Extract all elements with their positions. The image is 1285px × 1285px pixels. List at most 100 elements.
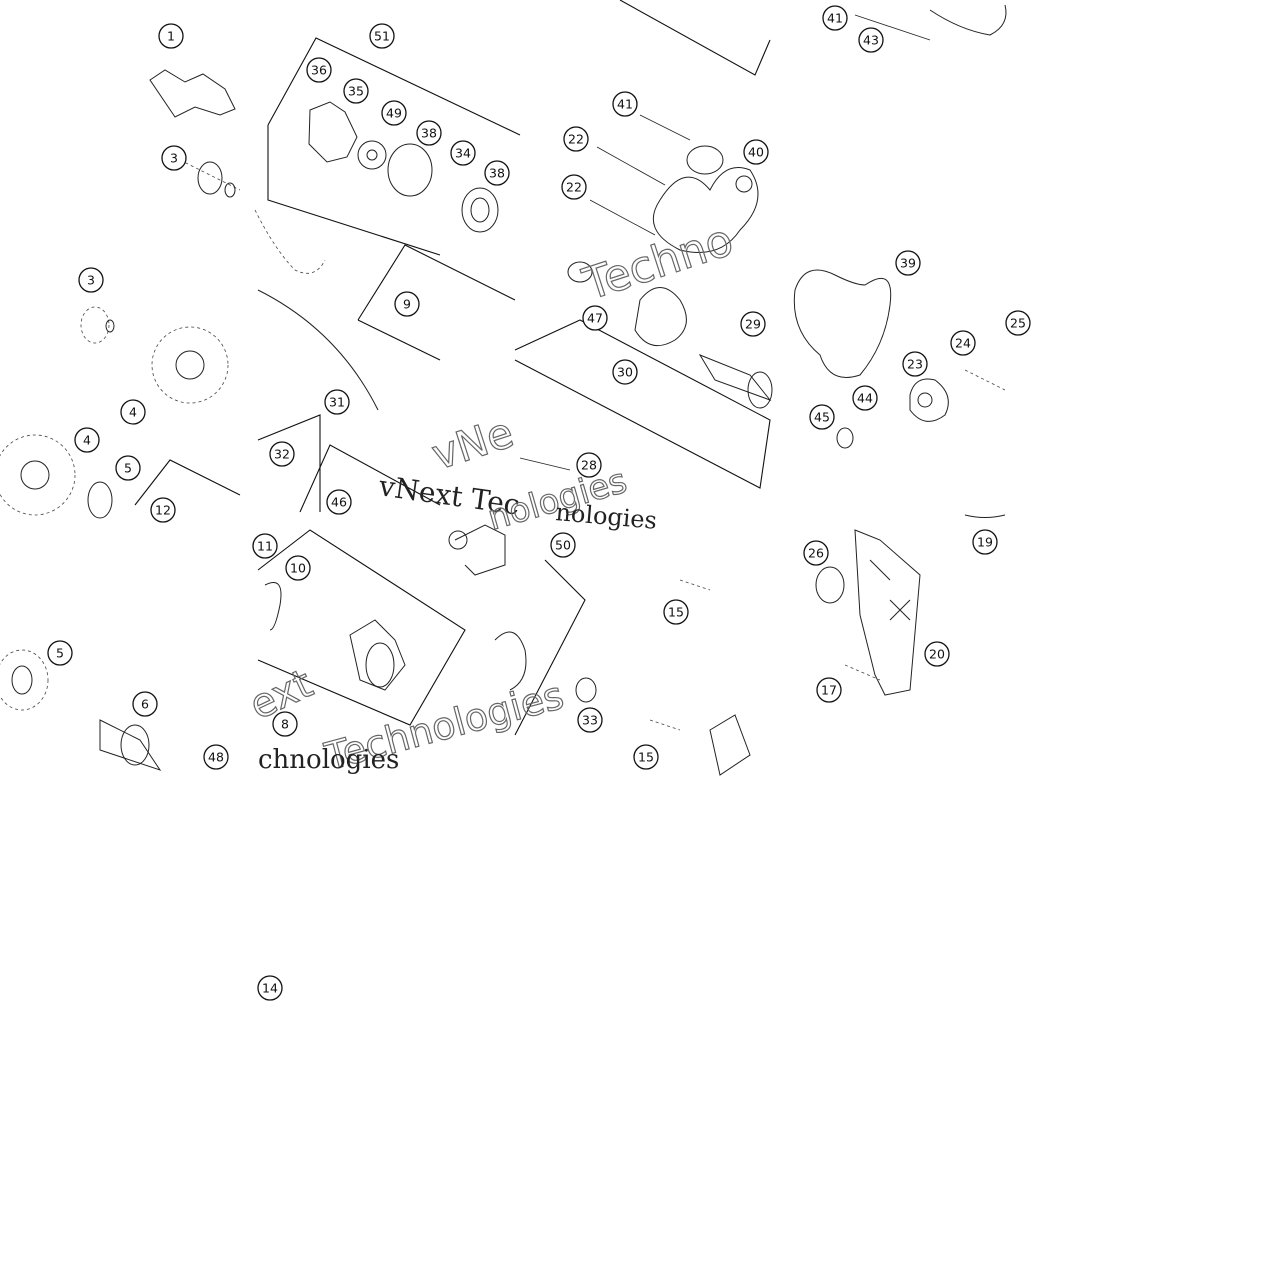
- callout-1: 1: [158, 23, 184, 49]
- part-15b-lever: [709, 714, 751, 776]
- part-49-washer: [357, 140, 387, 170]
- callout-3: 3: [78, 267, 104, 293]
- svg-text:30: 30: [617, 365, 633, 380]
- callout-50: 50: [550, 532, 576, 558]
- part-43-cover: [929, 4, 1007, 36]
- callout-41: 41: [612, 91, 638, 117]
- svg-text:45: 45: [814, 410, 830, 425]
- callout-40: 40: [743, 139, 769, 165]
- callout-10: 10: [285, 555, 311, 581]
- frame-51-top: [267, 37, 521, 136]
- svg-text:39: 39: [900, 256, 916, 271]
- callout-38: 38: [416, 120, 442, 146]
- svg-text:5: 5: [56, 646, 64, 661]
- callout-30: 30: [612, 359, 638, 385]
- callout-46: 46: [326, 489, 352, 515]
- part-17-bolt: [844, 664, 881, 681]
- part-drawings: [0, 0, 1007, 776]
- frame-9: [357, 244, 516, 321]
- callout-15: 15: [633, 744, 659, 770]
- frame-47: [514, 319, 771, 489]
- svg-text:33: 33: [582, 713, 598, 728]
- svg-text:17: 17: [821, 683, 837, 698]
- svg-text:41: 41: [827, 11, 843, 26]
- callout-45: 45: [809, 404, 835, 430]
- callout-5: 5: [47, 640, 73, 666]
- callout-51: 51: [369, 23, 395, 49]
- svg-text:49: 49: [386, 106, 402, 121]
- part-4-gear-lower: [0, 434, 76, 516]
- svg-text:14: 14: [262, 981, 278, 996]
- part-40-cap: [686, 145, 724, 175]
- svg-text:26: 26: [808, 546, 824, 561]
- svg-text:4: 4: [83, 433, 91, 448]
- callout-28: 28: [576, 452, 602, 478]
- part-45-washer: [836, 427, 854, 449]
- callout-31: 31: [324, 389, 350, 415]
- callout-26: 26: [803, 540, 829, 566]
- callout-22: 22: [561, 174, 587, 200]
- svg-text:6: 6: [141, 697, 149, 712]
- part-gear-31: [254, 209, 326, 274]
- frame-top-mid: [619, 0, 771, 76]
- frame-32: [257, 414, 321, 512]
- watermark-nologies-dark: nologies: [554, 498, 658, 535]
- svg-text:24: 24: [955, 336, 971, 351]
- svg-text:3: 3: [170, 151, 178, 166]
- callout-36: 36: [306, 57, 332, 83]
- watermark-vne: vNe: [426, 408, 519, 480]
- callout-49: 49: [381, 100, 407, 126]
- frame-10: [257, 529, 466, 726]
- svg-text:40: 40: [748, 145, 764, 160]
- callout-23: 23: [902, 351, 928, 377]
- svg-text:12: 12: [155, 503, 171, 518]
- callout-19: 19: [972, 529, 998, 555]
- svg-text:28: 28: [581, 458, 597, 473]
- part-4-gear-upper: [151, 326, 229, 404]
- part-24-pin: [964, 369, 1006, 391]
- callout-44: 44: [852, 385, 878, 411]
- callout-15: 15: [663, 599, 689, 625]
- callout-20: 20: [924, 641, 950, 667]
- callout-17: 17: [816, 677, 842, 703]
- callout-34: 34: [450, 140, 476, 166]
- svg-text:36: 36: [311, 63, 327, 78]
- svg-text:19: 19: [977, 535, 993, 550]
- part-23-seal: [909, 378, 949, 422]
- svg-text:1: 1: [167, 29, 175, 44]
- part-50-block: [454, 524, 506, 576]
- callout-4: 4: [74, 427, 100, 453]
- part-29-shaft: [698, 353, 772, 402]
- svg-text:51: 51: [374, 29, 390, 44]
- svg-text:8: 8: [281, 717, 289, 732]
- svg-text:35: 35: [348, 84, 364, 99]
- callout-25: 25: [1005, 310, 1031, 336]
- svg-text:4: 4: [129, 405, 137, 420]
- svg-text:47: 47: [587, 311, 603, 326]
- part-6-sleeve: [99, 719, 162, 771]
- part-5-ring: [0, 649, 49, 711]
- frame-46: [299, 444, 441, 513]
- callout-41: 41: [822, 5, 848, 31]
- frame-50: [514, 559, 586, 736]
- callout-39: 39: [895, 250, 921, 276]
- part-30-gear: [634, 287, 687, 347]
- part-26-oring: [815, 566, 845, 604]
- svg-text:15: 15: [638, 750, 654, 765]
- svg-text:48: 48: [208, 750, 224, 765]
- frame-51-side: [267, 125, 441, 256]
- svg-text:11: 11: [257, 539, 273, 554]
- part-3-shaft: [179, 159, 241, 191]
- svg-text:31: 31: [329, 395, 345, 410]
- watermark-group: Techno vNext Tec vNe nologies nologies e…: [242, 214, 740, 780]
- callout-43: 43: [858, 27, 884, 53]
- svg-text:46: 46: [331, 495, 347, 510]
- callout-8: 8: [272, 711, 298, 737]
- svg-text:9: 9: [403, 297, 411, 312]
- part-20-guide: [854, 529, 921, 696]
- svg-text:15: 15: [668, 605, 684, 620]
- svg-text:20: 20: [929, 647, 945, 662]
- callout-32: 32: [269, 441, 295, 467]
- callout-35: 35: [343, 78, 369, 104]
- callout-48: 48: [203, 744, 229, 770]
